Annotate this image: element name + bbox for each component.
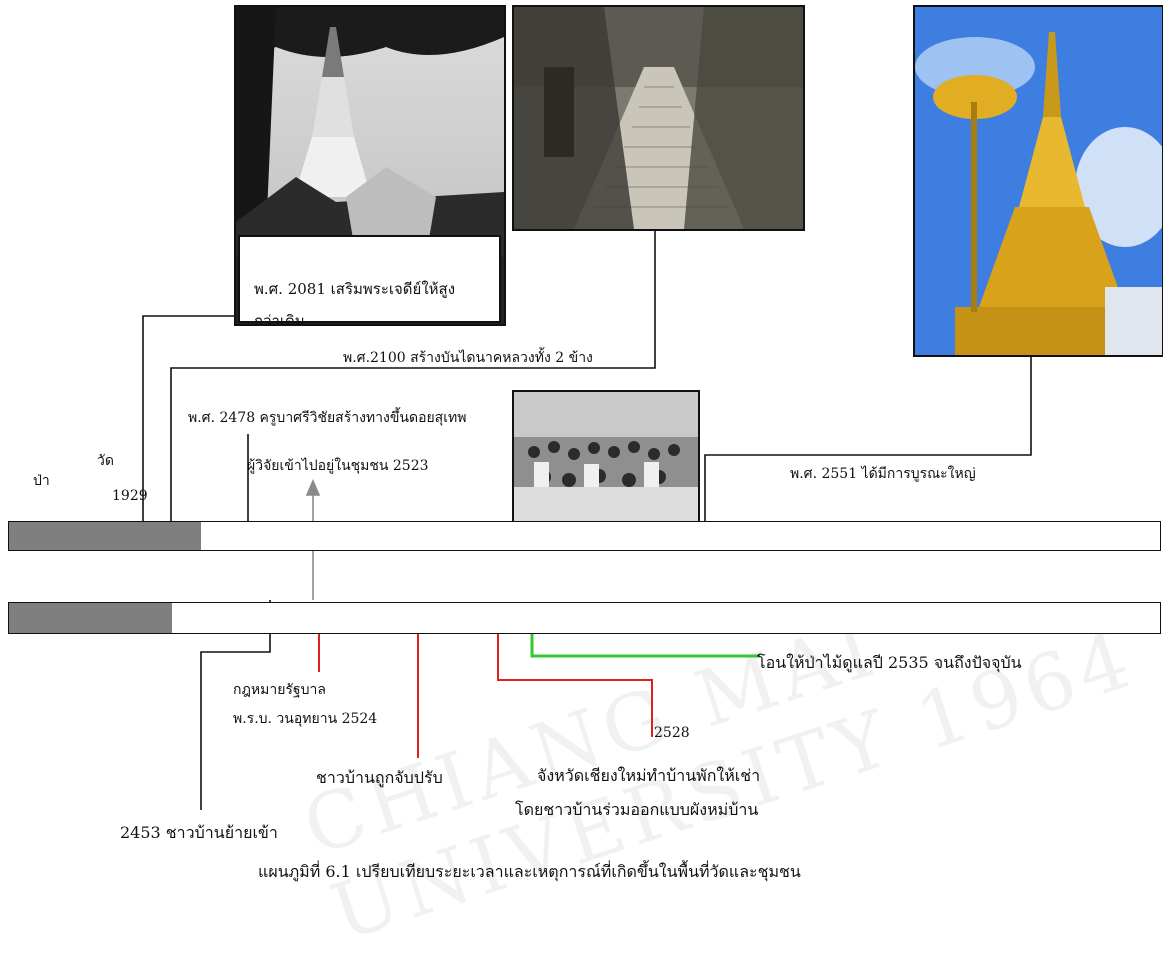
temple-timeline-bar <box>8 521 1161 551</box>
forest-label: ป่า <box>33 473 50 489</box>
transfer-2535-label: โอนให้ป่าไม้ดูแลปี 2535 จนถึงปัจจุบัน <box>757 653 1022 672</box>
community-timeline-bar <box>8 602 1161 634</box>
event-2478-label: พ.ศ. 2478 ครูบาศรีวิชัยสร้างทางขึ้นดอยสุ… <box>188 410 467 426</box>
group-people-photo <box>512 390 700 523</box>
event-2551-label: พ.ศ. 2551 ได้มีการบูรณะใหญ่ <box>790 466 976 482</box>
naga-staircase-photo <box>512 5 805 231</box>
year-2528-label: 2528 <box>654 725 690 741</box>
village-design-label: โดยชาวบ้านร่วมออกแบบผังหม่บ้าน <box>515 800 759 819</box>
villagers-2453-label: 2453 ชาวบ้านย้ายเข้า <box>120 823 278 842</box>
event-2100-label: พ.ศ.2100 สร้างบันไดนาคหลวงทั้ง 2 ข้าง <box>343 350 593 366</box>
golden-chedi-photo <box>913 5 1163 357</box>
event-2081-box: พ.ศ. 2081 เสริมพระเจดีย์ให้สูง กว่าเดิม <box>238 235 501 330</box>
villagers-fined-label: ชาวบ้านถูกจับปรับ <box>316 768 443 787</box>
temple-bar-forest-segment <box>9 522 201 550</box>
gov-law-label: กฎหมายรัฐบาล <box>233 682 326 698</box>
temple-label: วัด <box>97 453 114 469</box>
community-bar-forest-segment <box>9 603 172 633</box>
figure-caption: แผนภูมิที่ 6.1 เปรียบเทียบระยะเวลาและเหต… <box>258 862 801 881</box>
researcher-2523-label: ผู้วิจัยเข้าไปอยู่ในชุมชน 2523 <box>247 458 429 474</box>
province-rental-label: จังหวัดเชียงใหม่ทำบ้านพักให้เช่า <box>537 766 761 785</box>
temple-year-label: 1929 <box>112 488 148 504</box>
event-2081-text: พ.ศ. 2081 เสริมพระเจดีย์ให้สูง กว่าเดิม <box>254 280 456 330</box>
park-act-2524-label: พ.ร.บ. วนอุทยาน 2524 <box>233 711 378 727</box>
